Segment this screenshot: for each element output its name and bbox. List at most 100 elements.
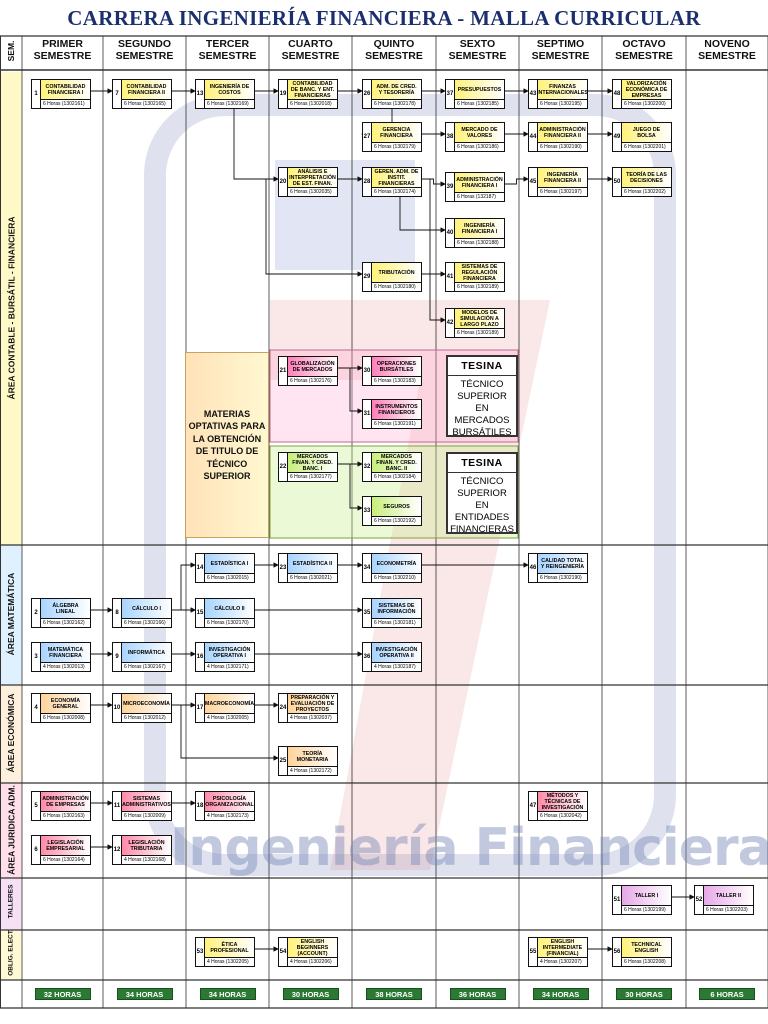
course-hours: 4 Horas (1302207) <box>538 957 587 966</box>
course-number: 3 <box>32 643 41 671</box>
course-hours: 6 Horas (1302186) <box>455 142 504 151</box>
course-number: 31 <box>363 400 372 428</box>
course-hours: 6 Horas (1302164) <box>41 855 90 864</box>
course-name: GEREN. ADM. DE INSTIT. FINANCIERAS <box>372 168 421 187</box>
course-number: 46 <box>529 554 538 582</box>
course-name: SEGUROS <box>372 497 421 516</box>
course-name: INVESTIGACIÓN OPERATIVA I <box>205 643 254 662</box>
course-number: 35 <box>363 599 372 627</box>
course-hours: 6 Horas (1302170) <box>205 618 254 627</box>
course-name: INGENIERÍA DE COSTOS <box>205 80 254 99</box>
course-hours: 6 Horas (1302177) <box>288 472 337 481</box>
course-hours: 6 Horas (1302167) <box>122 662 171 671</box>
course-name: FINANZAS INTERNACIONALES <box>537 80 588 99</box>
course-hours: 6 Horas (1302201) <box>622 142 671 151</box>
course-name: TRIBUTACIÓN <box>372 263 421 282</box>
course-number: 16 <box>196 643 205 671</box>
course-hours: 6 Horas (1302184) <box>372 472 421 481</box>
course-hours: 4 Horas (1302206) <box>288 957 337 966</box>
course-number: 25 <box>279 747 288 775</box>
course-name: MACROECONOMÍA <box>205 694 254 713</box>
course-name: ENGLISH BEGINNERS (ACCOUNT) <box>288 938 337 957</box>
area-label: ÁREA JURIDICA ADM. <box>6 784 16 875</box>
course-number: 7 <box>113 80 122 108</box>
course-name: ÁLGEBRA LINEAL <box>41 599 90 618</box>
semester-hours-total: 36 HORAS <box>449 988 506 1000</box>
course-hours: 6 Horas (1302181) <box>372 618 421 627</box>
semester-header-line1: SEPTIMO <box>536 38 585 50</box>
course-number: 20 <box>279 168 288 196</box>
course-name: ADMINISTRACIÓN DE EMPRESAS <box>41 792 90 811</box>
course-hours: 6 Horas (1302190) <box>538 573 587 582</box>
semester-header-line2: SEMESTRE <box>33 50 92 62</box>
course-name: SISTEMAS ADMINISTRATIVOS <box>122 792 171 811</box>
course-name: PRESUPUESTOS <box>455 80 504 99</box>
course-hours: 6 Horas (1302208) <box>622 957 671 966</box>
course-name: MERCADO DE VALORES <box>455 123 504 142</box>
tesina-text: TÉCNICO SUPERIOR EN MERCADOS BURSÁTILES <box>452 379 512 438</box>
course-name: ESTADÍSTICA I <box>205 554 254 573</box>
course-number: 8 <box>113 599 122 627</box>
course-name: TALLER II <box>704 886 753 905</box>
course-number: 1 <box>32 80 41 108</box>
